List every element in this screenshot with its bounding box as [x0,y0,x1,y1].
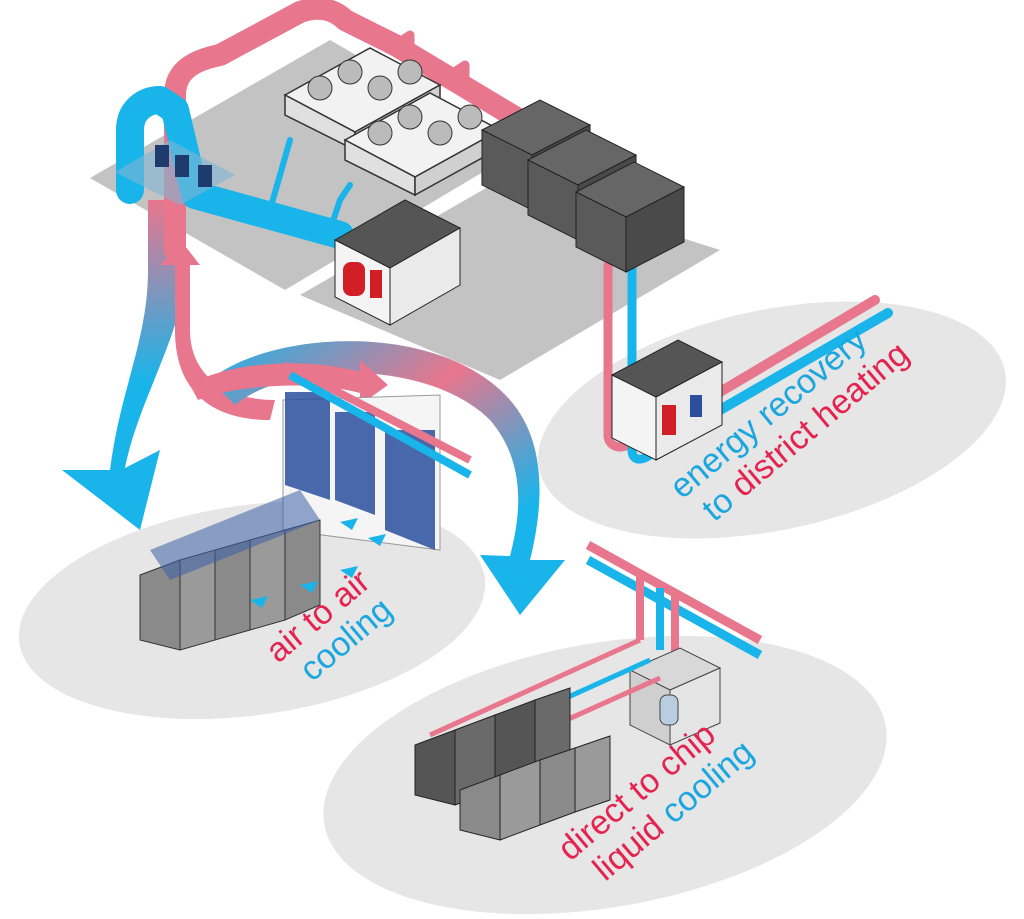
dry-cooler-fan-icon [337,59,363,85]
flow-arrows [62,200,565,615]
cold-branch-2 [327,182,353,233]
pump-icon [198,165,212,187]
flow-arrow-icon [250,518,386,608]
dry-coolers [283,47,502,197]
cold-main-pipe [116,86,354,249]
pump-icon [175,155,189,177]
air-cooling-units [139,361,472,651]
containment-hood [150,490,320,580]
panel-hot-header [283,361,472,464]
hot-main-pipe [164,0,531,261]
chiller-unit-icon [574,161,686,273]
district-cold-pipe [715,308,893,415]
dry-cooler-fan-icon [307,75,333,101]
dry-cooler-fan-icon [427,120,453,146]
hot-riser-1 [390,30,415,60]
hot-return-arrow-right [190,360,388,405]
plant-piping [116,0,893,464]
pressure-vessel-icon [343,262,365,296]
dry-cooler-2 [343,92,502,197]
server-racks-liquid [414,687,611,841]
dry-cooler-fan-icon [367,120,393,146]
dry-cooler-fan-icon [367,75,393,101]
dry-cooler-fan-icon [397,104,423,130]
cold-supply-arrow-left [62,200,185,530]
dry-cooler-fan-icon [457,104,483,130]
pressure-vessel-icon [659,694,679,726]
hot-riser-2 [445,60,470,90]
heat-exchanger-icon [333,199,462,326]
hot-return-arrow-left [160,242,275,420]
liquid-cooling-units [414,541,763,841]
heat-recovery-hot-pipe [603,260,633,452]
server-racks-air [139,490,321,651]
panel-cold-header [288,371,472,479]
heat-recovery-cold-pipe [627,260,655,464]
dtc-hot-header [585,541,763,644]
chiller-cabinets [480,99,686,273]
district-heat-exchanger-icon [610,339,724,461]
cold-branch-1 [267,137,293,213]
district-hot-pipe [710,295,880,400]
cooling-panels [285,392,435,550]
pump-icon [155,145,169,167]
dry-cooler-fan-icon [397,59,423,85]
pump-group [115,140,235,205]
cdu-unit [628,647,722,746]
